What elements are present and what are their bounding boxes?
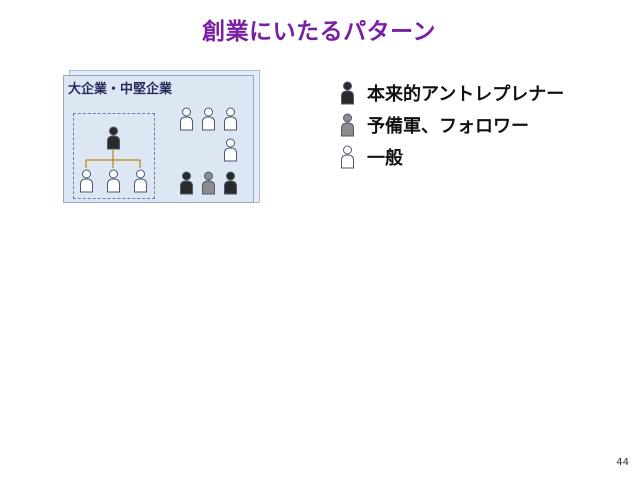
person-reserve-icon [201, 171, 216, 195]
legend-item-entrepreneur: 本来的アントレプレナー [340, 80, 564, 106]
person-general-icon [179, 107, 194, 131]
legend-item-reserve: 予備軍、フォロワー [340, 112, 529, 138]
person-reserve-icon [340, 113, 355, 137]
person-general-icon [340, 145, 355, 169]
person-general-icon [223, 138, 238, 162]
person-entrepreneur-icon [340, 81, 355, 105]
spinoff-group-dashed-box [73, 113, 155, 199]
legend-item-general: 一般 [340, 144, 403, 170]
company-box [63, 75, 254, 203]
slide-title: 創業にいたるパターン [202, 19, 436, 45]
person-entrepreneur-icon [106, 126, 121, 150]
person-entrepreneur-icon [223, 171, 238, 195]
person-general-icon [79, 169, 94, 193]
person-general-icon [133, 169, 148, 193]
person-general-icon [201, 107, 216, 131]
person-entrepreneur-icon [179, 171, 194, 195]
legend-label: 本来的アントレプレナー [367, 84, 565, 105]
legend-label: 予備軍、フォロワー [367, 116, 529, 137]
page-number: 44 [616, 457, 629, 468]
person-general-icon [223, 107, 238, 131]
company-box-label: 大企業・中堅企業 [68, 82, 173, 97]
legend-label: 一般 [367, 148, 403, 169]
person-general-icon [106, 169, 121, 193]
